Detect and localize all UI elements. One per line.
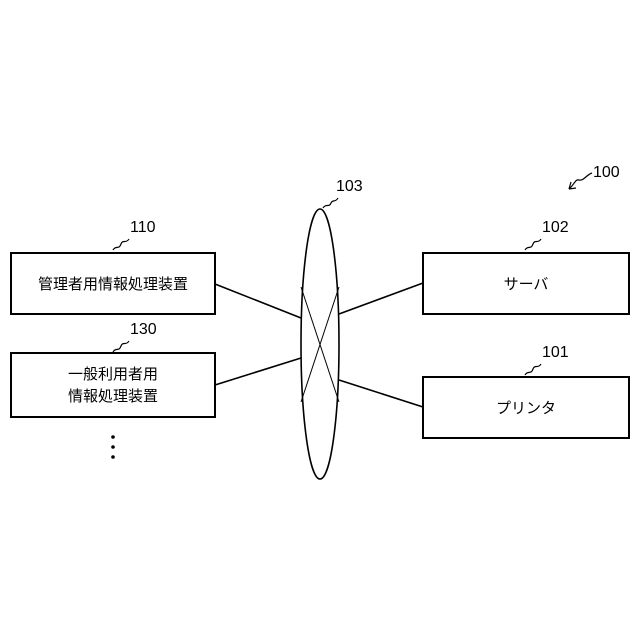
node-server: サーバ 102 (423, 219, 629, 314)
node-label: サーバ (504, 275, 549, 293)
node-ref-leader (525, 239, 541, 250)
node-label: プリンタ (496, 399, 556, 417)
network-ref-label: 103 (336, 178, 363, 195)
node-ref-label: 102 (542, 219, 569, 236)
node-ref-leader (113, 239, 129, 250)
node-label: 管理者用情報処理装置 (38, 275, 188, 293)
node-ref-label: 110 (130, 219, 156, 236)
node-ref-label: 130 (130, 321, 157, 338)
node-printer: プリンタ 101 (423, 344, 629, 438)
more-devices-ellipsis (111, 435, 115, 459)
link-110-network (215, 284, 301, 318)
ellipsis-dot (111, 455, 115, 459)
system-ref-arrow (569, 173, 592, 189)
node-admin-device: 管理者用情報処理装置 110 (11, 219, 215, 314)
node-ref-leader (113, 341, 129, 352)
system-ref-label: 100 (593, 164, 620, 181)
link-130-network (215, 358, 301, 385)
node-general-user-device: 一般利用者用 情報処理装置 130 (11, 321, 215, 417)
ellipsis-dot (111, 445, 115, 449)
ellipsis-dot (111, 435, 115, 439)
node-box (11, 353, 215, 417)
link-network-102 (339, 283, 423, 314)
link-network-101 (339, 380, 423, 407)
network: 103 (301, 178, 363, 479)
node-label-line2: 情報処理装置 (68, 387, 158, 405)
node-label-line1: 一般利用者用 (68, 365, 158, 383)
node-ref-leader (525, 364, 541, 375)
network-ref-leader (323, 198, 338, 208)
node-ref-label: 101 (542, 344, 569, 361)
